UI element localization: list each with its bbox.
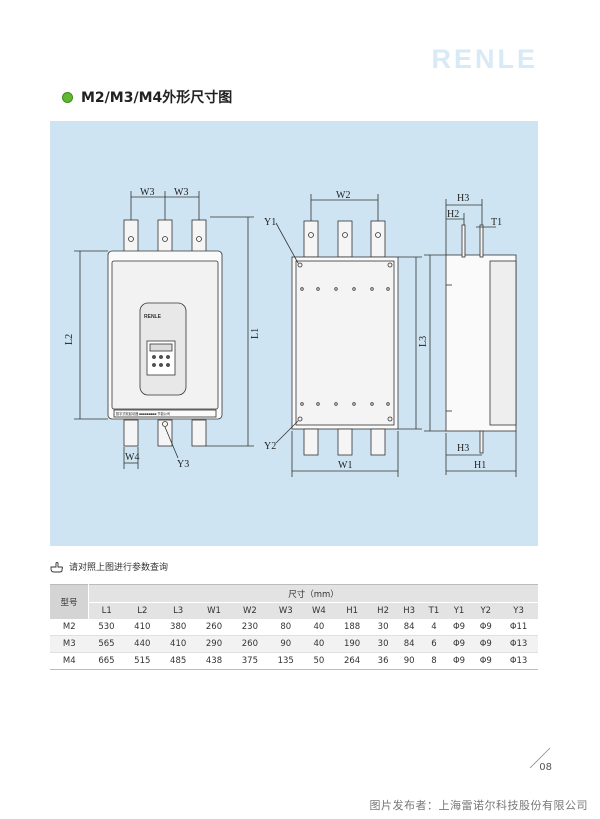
bullet-icon	[62, 91, 73, 103]
table-cell: Φ13	[509, 639, 528, 649]
table-cell: Φ9	[452, 656, 466, 666]
table-cell: 84	[403, 639, 415, 649]
lookup-hint: 请对照上图进行参数查询	[50, 560, 168, 573]
table-cell: Φ13	[509, 656, 528, 666]
table-cell: 410	[170, 639, 187, 649]
table-cell: 40	[313, 639, 325, 649]
table-row: M4 665 515 485 438 375 135 50 264 36 90 …	[50, 653, 538, 670]
dim-label-y2: Y2	[264, 441, 276, 452]
table-cell: 230	[241, 622, 258, 632]
column-header: L3	[160, 602, 197, 619]
table-cell: Φ9	[479, 622, 492, 632]
column-header: H2	[370, 602, 397, 619]
dim-label-w3-left: W3	[140, 187, 154, 198]
dim-label-l3: L3	[418, 336, 429, 347]
table-cell: 50	[313, 656, 325, 666]
table-row: M2 530 410 380 260 230 80 40 188 30 84 4…	[50, 619, 538, 636]
table-cell: 665	[98, 656, 115, 666]
lookup-hint-text: 请对照上图进行参数查询	[69, 563, 169, 573]
table-cell: 84	[403, 622, 415, 632]
column-header: W4	[303, 602, 335, 619]
dim-label-y1: Y1	[264, 217, 276, 228]
table-cell: 6	[431, 639, 437, 649]
column-header: T1	[422, 602, 446, 619]
table-cell: 264	[343, 656, 361, 666]
column-header: H3	[396, 602, 423, 619]
dim-label-w1: W1	[338, 460, 352, 471]
dimension-drawing: W3 W3 W2 H3 H2 T1 Y1 Y2 Y3 W4 W1 H3 H1 L…	[50, 121, 538, 546]
table-header-dimensions: 尺寸（mm）	[88, 584, 538, 603]
dim-label-t1: T1	[491, 217, 502, 228]
table-header-model: 型号	[50, 584, 89, 619]
column-header: Y1	[445, 602, 473, 619]
table-cell: 80	[280, 622, 292, 632]
table-cell: 30	[377, 622, 389, 632]
table-cell: 290	[205, 639, 223, 649]
column-header: Y3	[499, 602, 538, 619]
dim-label-h3-bottom: H3	[457, 443, 469, 454]
dim-label-h1: H1	[474, 460, 486, 471]
column-header: H1	[334, 602, 371, 619]
hand-pointer-icon	[50, 561, 63, 572]
table-cell: 375	[241, 656, 258, 666]
front-view	[74, 191, 254, 469]
brand-logo: RENLE	[431, 44, 538, 74]
table-cell: 260	[241, 639, 258, 649]
table-cell: Φ9	[452, 639, 466, 649]
table-cell: Φ9	[479, 639, 492, 649]
column-header: Y2	[472, 602, 500, 619]
table-cell: Φ9	[479, 656, 492, 666]
dim-label-w3-right: W3	[174, 187, 188, 198]
column-header: L1	[88, 602, 125, 619]
column-header: L2	[124, 602, 161, 619]
column-header: W1	[196, 602, 232, 619]
table-cell: 188	[343, 622, 361, 632]
table-cell: 36	[377, 656, 389, 666]
middle-view	[275, 194, 422, 477]
table-cell: 410	[134, 622, 151, 632]
table-cell: 90	[403, 656, 415, 666]
page-number: 08	[539, 762, 552, 773]
column-header: W2	[231, 602, 268, 619]
table-cell: 438	[205, 656, 223, 666]
dim-label-w2: W2	[336, 190, 350, 201]
section-title-text: M2/M3/M4外形尺寸图	[81, 90, 233, 106]
table-cell: 135	[277, 656, 294, 666]
dim-label-h2: H2	[447, 209, 459, 220]
page-slash-icon	[529, 747, 551, 769]
table-cell: 190	[343, 639, 361, 649]
device-brand-label: RENLE	[144, 314, 162, 320]
table-cell: 8	[431, 656, 437, 666]
dim-label-h3-top: H3	[457, 193, 469, 204]
row-model: M4	[62, 656, 76, 666]
table-cell: 40	[313, 622, 325, 632]
section-title: M2/M3/M4外形尺寸图	[62, 87, 232, 107]
right-view	[424, 199, 517, 477]
column-header: W3	[267, 602, 304, 619]
dim-label-y3: Y3	[177, 459, 189, 470]
table-cell: 485	[170, 656, 187, 666]
table-cell: 4	[431, 622, 437, 632]
table-cell: 30	[377, 639, 389, 649]
table-cell: Φ11	[509, 622, 528, 632]
dim-label-w4: W4	[125, 452, 139, 463]
dimension-drawing-svg: W3 W3 W2 H3 H2 T1 Y1 Y2 Y3 W4 W1 H3 H1 L…	[64, 187, 517, 477]
table-cell: 260	[205, 622, 223, 632]
row-model: M2	[62, 622, 76, 632]
table-cell: 90	[280, 639, 292, 649]
table-cell: 380	[170, 622, 187, 632]
table-cell: 440	[134, 639, 151, 649]
footer-credit: 图片发布者：上海雷诺尔科技股份有限公司	[369, 799, 588, 812]
table-row: M3 565 440 410 290 260 90 40 190 30 84 6…	[50, 635, 538, 653]
row-model: M3	[62, 639, 76, 649]
table-cell: Φ9	[452, 622, 466, 632]
table-cell: 530	[98, 622, 115, 632]
table-cell: 565	[98, 639, 115, 649]
dimension-spec-table: 型号 尺寸（mm） L1 L2 L3 W1 W2 W3 W4 H1 H2 H3 …	[50, 584, 538, 670]
dim-label-l1: L1	[250, 328, 261, 339]
table-cell: 515	[134, 656, 151, 666]
dim-label-l2: L2	[64, 334, 75, 345]
device-nameplate: 数字式软起动器 ■■■■■■■■■ 节能公司	[116, 411, 170, 416]
